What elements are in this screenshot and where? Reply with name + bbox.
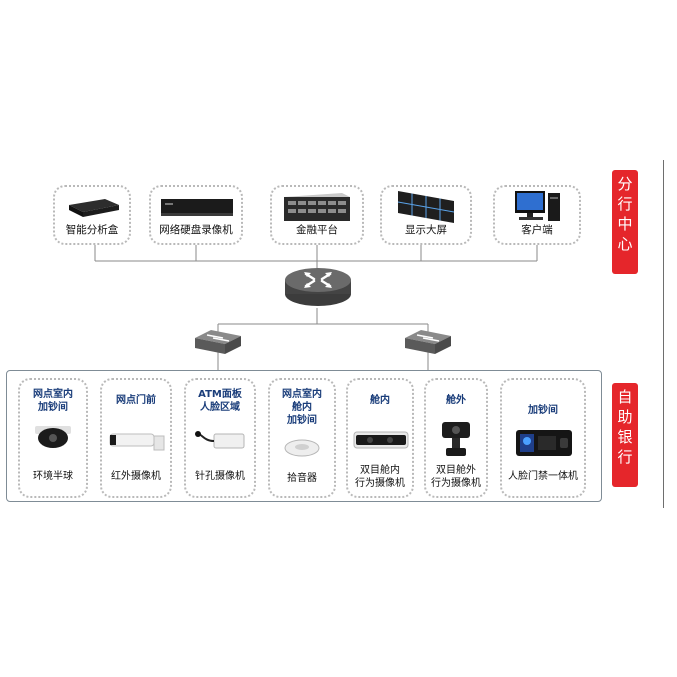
center-char: 行 [617, 195, 633, 213]
branch-char: 行 [617, 448, 633, 466]
right-separator-line [663, 160, 664, 508]
pickup-microphone-icon [284, 439, 320, 457]
center-char: 中 [617, 215, 633, 233]
device-bullet-camera: 网点门前 红外摄像机 [100, 378, 172, 498]
dome-camera-icon [35, 426, 71, 448]
device-label: 针孔摄像机 [195, 471, 245, 482]
device-area: 舱外 [446, 395, 466, 406]
branch-frame [6, 370, 602, 502]
device-face-access-terminal: 加钞间 人脸门禁一体机 [500, 378, 586, 498]
device-area: 加钞间 [528, 405, 558, 416]
pinhole-camera-icon [195, 431, 245, 449]
ptz-camera-icon [442, 422, 470, 456]
device-video-wall: 显示大屏 [380, 185, 472, 245]
device-analysis-box: 智能分析盒 [53, 185, 131, 245]
face-access-terminal-icon [516, 430, 572, 456]
branch-char: 助 [617, 408, 633, 426]
device-area: 网点室内 加钞间 [33, 389, 73, 413]
switch-icon-right [405, 330, 451, 354]
branch-section-bar: 自 助 银 行 [612, 383, 638, 487]
device-nvr: 网络硬盘录像机 [149, 185, 243, 245]
device-label: 人脸门禁一体机 [508, 471, 578, 482]
device-label: 智能分析盒 [65, 224, 119, 236]
desktop-pc-icon [515, 191, 560, 221]
device-pickup-microphone: 网点室内 舱内 加钞间 拾音器 [268, 378, 336, 498]
device-pinhole-camera: ATM面板 人脸区域 针孔摄像机 [184, 378, 256, 498]
nvr-icon [161, 199, 233, 216]
server-icon [284, 193, 350, 221]
device-ptz-camera: 舱外 双目舱外 行为摄像机 [424, 378, 488, 498]
center-char: 心 [617, 235, 633, 253]
branch-char: 银 [617, 428, 633, 446]
device-dome-camera: 网点室内 加钞间 环境半球 [18, 378, 88, 498]
branch-char: 自 [617, 388, 633, 406]
device-label: 环境半球 [33, 471, 73, 482]
device-area: 网点门前 [116, 395, 156, 406]
device-label: 网络硬盘录像机 [159, 224, 233, 236]
device-label: 红外摄像机 [111, 471, 161, 482]
device-label: 客户端 [521, 224, 553, 236]
device-client-pc: 客户端 [493, 185, 581, 245]
device-label: 双目舱外 行为摄像机 [431, 465, 481, 489]
device-binocular-camera: 舱内 双目舱内 行为摄像机 [346, 378, 414, 498]
router-icon [285, 268, 351, 306]
device-label: 拾音器 [287, 473, 317, 484]
binocular-camera-icon [353, 431, 409, 449]
device-label: 显示大屏 [405, 224, 447, 236]
device-label: 金融平台 [296, 224, 338, 236]
switch-icon-left [195, 330, 241, 354]
device-area: 舱内 [370, 395, 390, 406]
device-area: 网点室内 舱内 加钞间 [282, 389, 322, 426]
video-wall-icon [397, 191, 455, 223]
center-char: 分 [617, 175, 633, 193]
analysis-box-icon [69, 199, 119, 217]
center-section-bar: 分 行 中 心 [612, 170, 638, 274]
device-area: ATM面板 人脸区域 [198, 389, 242, 413]
device-label: 双目舱内 行为摄像机 [355, 465, 405, 489]
bullet-camera-icon [109, 433, 165, 451]
device-server: 金融平台 [270, 185, 364, 245]
